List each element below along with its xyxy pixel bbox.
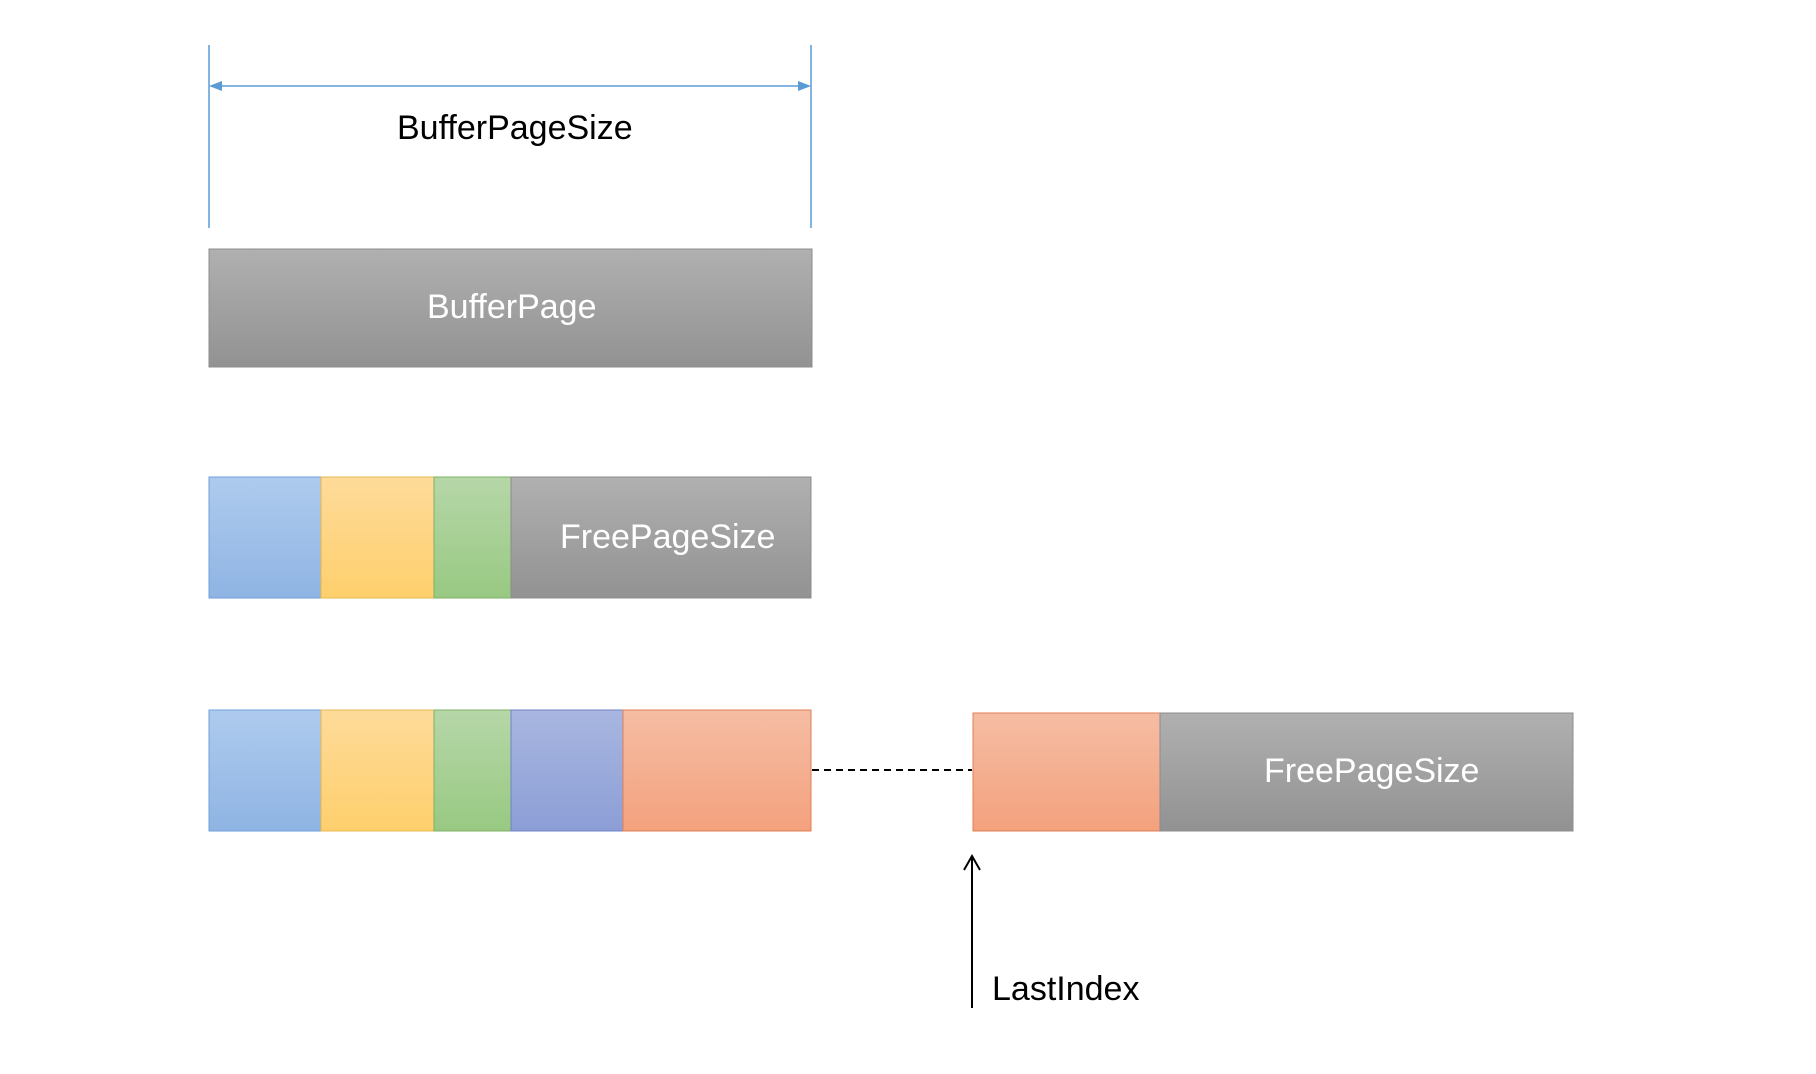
- last-index-label: LastIndex: [992, 970, 1140, 1008]
- dimension-indicator: [208, 45, 812, 228]
- segment-indigo: [510, 709, 624, 832]
- segment-blue: [208, 476, 322, 599]
- dimension-arrowhead-right: [798, 81, 811, 91]
- segment-green: [433, 709, 512, 832]
- last-index-arrowhead-icon: [963, 853, 981, 871]
- segment-yellow: [320, 476, 435, 599]
- last-page-segment-salmon: [972, 712, 1161, 832]
- free-space-block: [510, 476, 812, 599]
- segment-salmon: [622, 709, 812, 832]
- segment-blue: [208, 709, 322, 832]
- buffer-page-block: [208, 248, 813, 368]
- free-page-size-label-row3: FreePageSize: [1264, 752, 1480, 790]
- buffer-page-label: BufferPage: [427, 288, 597, 326]
- last-index-pointer: [963, 853, 981, 1008]
- segment-green: [433, 476, 512, 599]
- dimension-arrowhead-left: [209, 81, 222, 91]
- row-full-pages: [208, 709, 1574, 832]
- buffer-page-size-label: BufferPageSize: [397, 109, 633, 147]
- row-partial-page: [208, 476, 812, 599]
- last-page-free-space-block: [1159, 712, 1574, 832]
- segment-yellow: [320, 709, 435, 832]
- free-page-size-label-row2: FreePageSize: [560, 518, 776, 556]
